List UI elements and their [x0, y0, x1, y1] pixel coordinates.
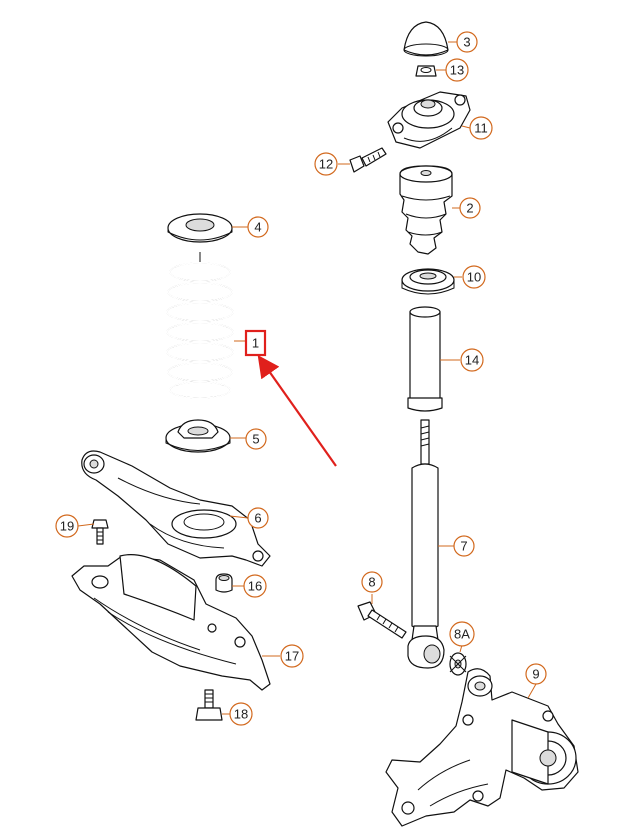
highlight-arrow — [257, 355, 337, 467]
callout-2-label: 2 — [466, 201, 473, 216]
lower-spring-pad-part — [165, 419, 231, 453]
callout-5-label: 5 — [252, 432, 259, 447]
subframe-bolt-part — [195, 689, 223, 721]
bump-stop-part — [399, 165, 453, 255]
callout-16-label: 16 — [248, 579, 262, 594]
callout-9: 9 — [525, 663, 547, 685]
spring-seat-part — [401, 268, 455, 295]
callout-8a-label: 8A — [454, 627, 470, 642]
callout-13-label: 13 — [450, 63, 464, 78]
callout-4: 4 — [247, 216, 269, 238]
callout-6: 6 — [247, 507, 269, 529]
callout-13: 13 — [445, 58, 469, 82]
callout-10-label: 10 — [467, 270, 481, 285]
callout-8-label: 8 — [368, 575, 375, 590]
callout-18-label: 18 — [234, 707, 248, 722]
callout-2: 2 — [459, 197, 481, 219]
callout-16: 16 — [243, 574, 267, 598]
arm-bolt-part — [91, 519, 109, 545]
shock-absorber-part — [407, 419, 445, 669]
top-nut-part — [415, 65, 437, 77]
leader-lines — [77, 41, 537, 715]
strut-mount-part — [387, 91, 471, 149]
callout-3-label: 3 — [463, 35, 470, 50]
lower-bolt-part — [357, 601, 407, 639]
wheel-bearing-housing-part — [385, 668, 579, 827]
coil-spring-part — [166, 252, 234, 399]
callout-12-label: 12 — [319, 157, 333, 172]
callout-14-label: 14 — [465, 353, 479, 368]
callout-17-label: 17 — [285, 649, 299, 664]
callout-1-label: 1 — [252, 336, 259, 351]
callout-8a: 8A — [449, 621, 475, 647]
subframe-part — [71, 554, 271, 691]
callout-3: 3 — [456, 31, 478, 53]
dust-cap-part — [403, 21, 449, 57]
callout-11-label: 11 — [474, 121, 488, 136]
callout-7: 7 — [453, 535, 475, 557]
callout-19: 19 — [55, 514, 79, 538]
callout-11: 11 — [469, 116, 493, 140]
callout-12: 12 — [314, 152, 338, 176]
callout-8: 8 — [361, 571, 383, 593]
callout-7-label: 7 — [460, 539, 467, 554]
trailing-arm-part — [81, 450, 271, 567]
bushing-part — [215, 573, 233, 593]
callout-4-label: 4 — [254, 220, 261, 235]
callout-18: 18 — [229, 702, 253, 726]
callout-5: 5 — [245, 428, 267, 450]
callout-9-label: 9 — [532, 667, 539, 682]
washer-part — [449, 652, 467, 676]
callout-1: 1 — [244, 329, 267, 357]
callout-17: 17 — [280, 644, 304, 668]
callout-14: 14 — [460, 348, 484, 372]
protective-tube-part — [407, 306, 443, 412]
callout-10: 10 — [462, 265, 486, 289]
mount-bolt-part — [349, 147, 387, 173]
callout-6-label: 6 — [254, 511, 261, 526]
callout-19-label: 19 — [60, 519, 74, 534]
upper-spring-pad-part — [167, 213, 233, 243]
